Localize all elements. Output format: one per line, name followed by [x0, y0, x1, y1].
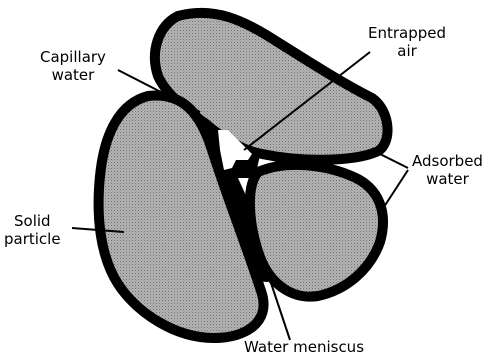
label-solid-particle: Solid particle: [4, 212, 61, 248]
label-water-meniscus: Water meniscus: [244, 338, 364, 356]
label-entrapped-air: Entrapped air: [368, 24, 446, 60]
label-capillary-water: Capillary water: [40, 48, 106, 84]
label-capillary-water-line1: Capillary: [40, 48, 106, 66]
leader-adsorbed-water-bottom: [382, 170, 408, 210]
label-adsorbed-water: Adsorbed water: [412, 152, 483, 188]
leader-adsorbed-water-top: [380, 154, 408, 168]
label-water-meniscus-text: Water meniscus: [244, 338, 364, 356]
label-entrapped-air-line2: air: [368, 42, 446, 60]
label-solid-particle-line1: Solid: [4, 212, 61, 230]
label-adsorbed-water-line2: water: [412, 170, 483, 188]
label-entrapped-air-line1: Entrapped: [368, 24, 446, 42]
label-adsorbed-water-line1: Adsorbed: [412, 152, 483, 170]
label-solid-particle-line2: particle: [4, 230, 61, 248]
label-capillary-water-line2: water: [40, 66, 106, 84]
